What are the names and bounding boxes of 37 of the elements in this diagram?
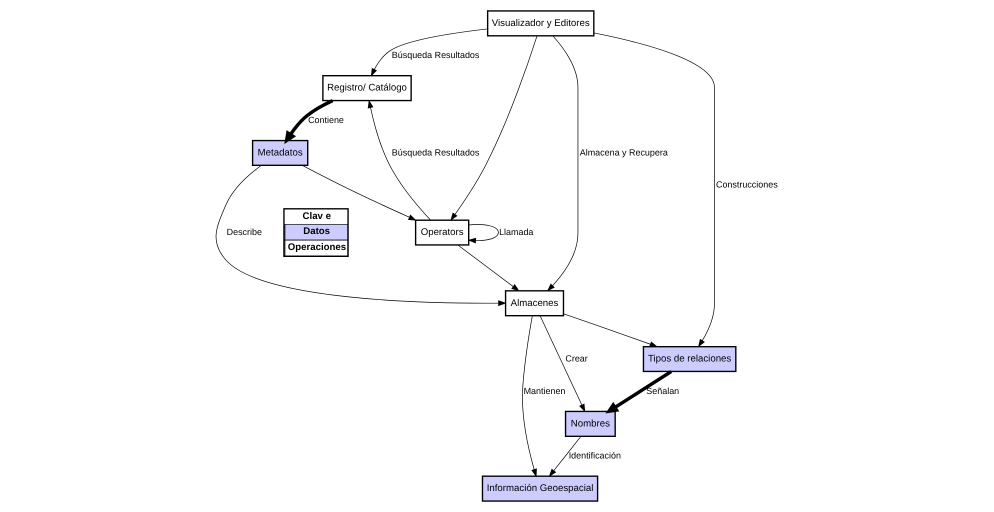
edge-label: Mantienen — [523, 386, 565, 396]
edge-label: Llamada — [498, 226, 533, 237]
legend-label: Datos — [302, 226, 330, 238]
edge-label: Contiene — [308, 114, 344, 125]
arrow — [604, 370, 672, 414]
node-box: Tipos de relaciones — [642, 346, 736, 372]
legend-label: Operaciones — [287, 242, 346, 253]
node-box: Operators — [414, 219, 469, 246]
edge-label: Búsqueda Resultados — [391, 50, 479, 60]
arrow — [370, 28, 488, 77]
arrow — [450, 36, 537, 221]
arrow — [522, 315, 536, 478]
edge-label: Señalan — [646, 386, 679, 396]
arrow — [546, 36, 578, 292]
edge-label: Crear — [564, 353, 588, 364]
edge-label: Construcciones — [715, 180, 778, 190]
arrow — [367, 100, 430, 220]
node-box: Almacenes — [504, 290, 564, 316]
node-box: Metadatos — [251, 140, 308, 166]
arrow — [456, 244, 520, 292]
arrow — [562, 314, 658, 347]
arrow — [539, 315, 585, 412]
arrow — [548, 436, 581, 477]
arrow — [467, 224, 498, 244]
arrow — [284, 99, 333, 144]
edge-label: Búsqueda Resultados — [391, 147, 479, 158]
arrow — [302, 165, 416, 221]
node-box: Información Geoespacial — [481, 476, 598, 502]
edge-label: Almacena y Recupera — [579, 147, 668, 158]
edge-label: Identificación — [568, 450, 620, 461]
edge-label: Describe — [226, 226, 262, 237]
arrow — [215, 165, 506, 306]
node-box: Nombres — [564, 410, 616, 437]
node-box: Visualizador y Editores — [486, 10, 594, 36]
arrow — [593, 32, 714, 348]
label: Clav e — [302, 210, 330, 222]
node-box: Registro/ Catálogo — [322, 75, 412, 102]
